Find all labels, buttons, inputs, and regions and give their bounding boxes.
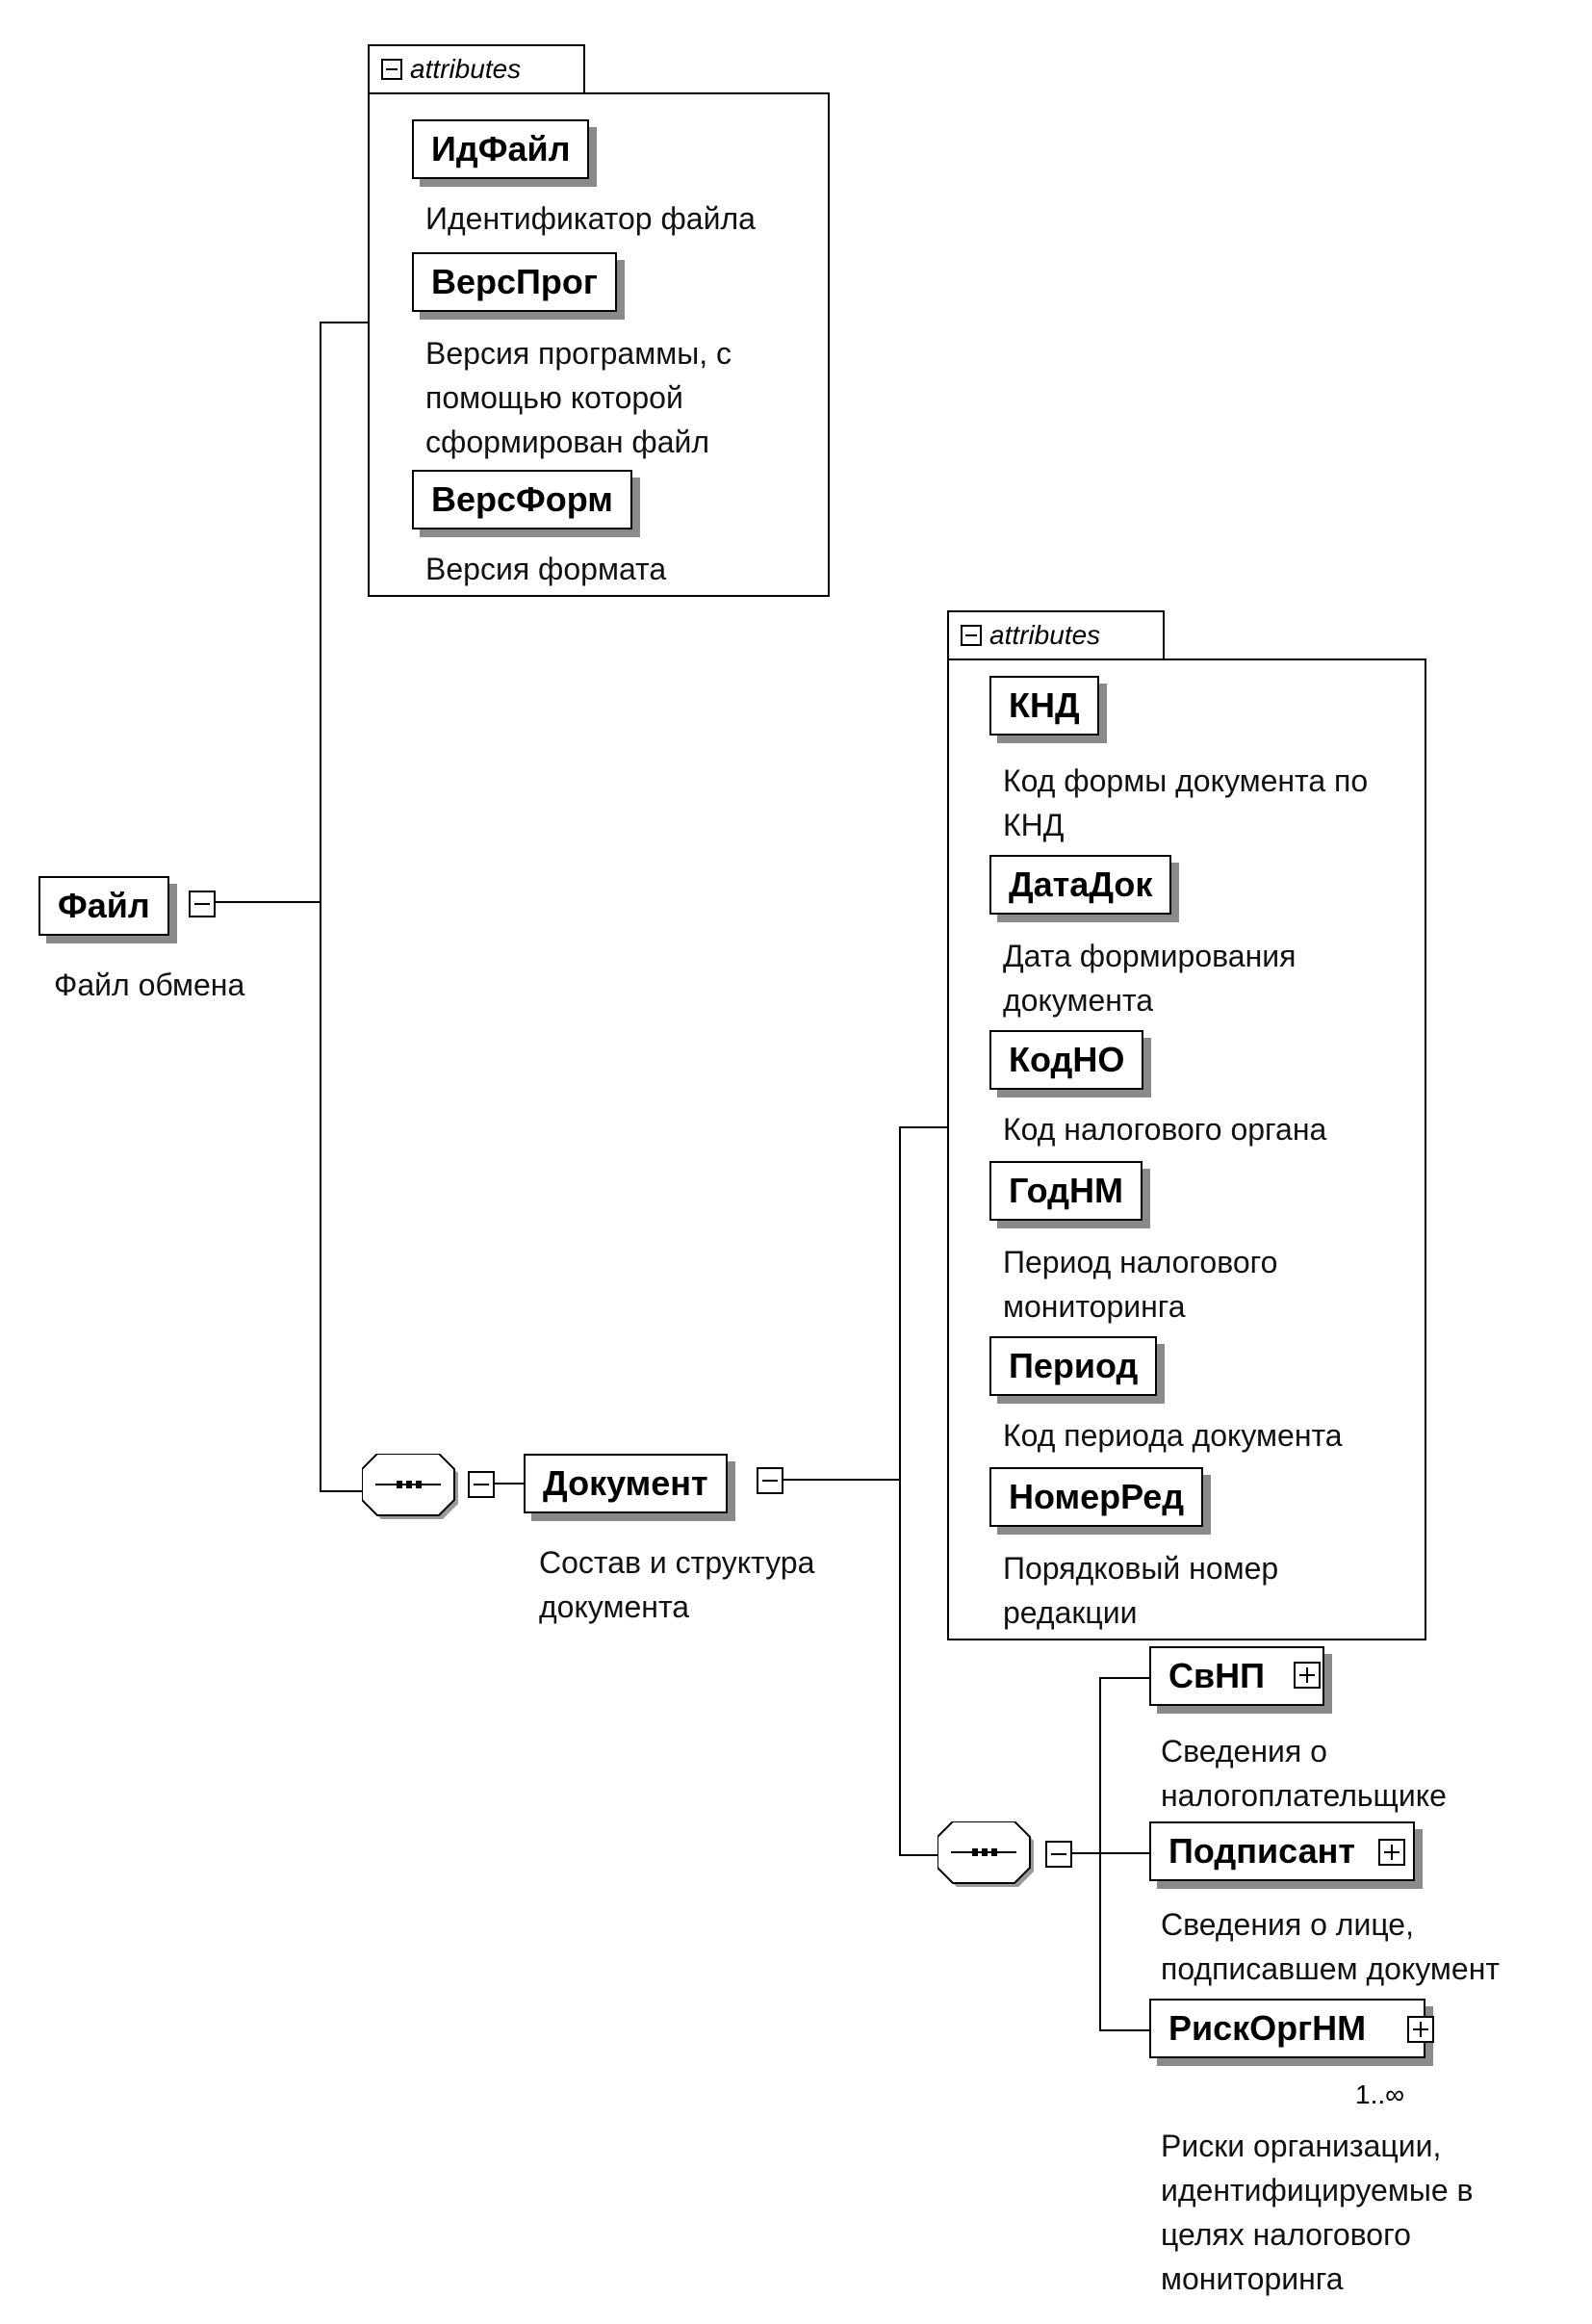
connector <box>1099 1677 1101 2031</box>
connector <box>899 1126 947 1128</box>
attribute-versprog[interactable]: ВерсПрог <box>412 252 617 312</box>
attribute-description: Версия программы, с помощью которой сфор… <box>425 336 732 459</box>
connector <box>899 1126 901 1856</box>
attribute-description: Код формы документа по КНД <box>1003 763 1369 842</box>
connector <box>320 322 321 1492</box>
connector <box>1072 1852 1101 1854</box>
connector <box>1099 1677 1149 1679</box>
element-dokument-description: Состав и структура документа <box>539 1545 815 1624</box>
collapse-icon[interactable] <box>1045 1841 1072 1868</box>
attribute-idfajl[interactable]: ИдФайл <box>412 119 590 179</box>
attribute-name: НомерРед <box>1009 1477 1185 1516</box>
attribute-period[interactable]: Период <box>989 1336 1158 1396</box>
element-riskorgnm-label: РискОргНМ <box>1168 2008 1367 2048</box>
expand-icon[interactable] <box>1294 1662 1321 1689</box>
connector <box>1099 1852 1149 1854</box>
collapse-icon[interactable] <box>961 625 982 646</box>
element-podpisant-label: Подписант <box>1168 1831 1355 1871</box>
collapse-icon[interactable] <box>381 59 402 80</box>
connector <box>899 1854 937 1856</box>
attribute-description: Код периода документа <box>1003 1418 1343 1453</box>
element-riskorgnm[interactable]: РискОргНМ <box>1149 1999 1426 2058</box>
connector <box>216 901 321 903</box>
element-dokument-label: Документ <box>543 1463 708 1503</box>
element-podpisant-description: Сведения о лице, подписавшем документ <box>1161 1907 1501 1986</box>
connector <box>783 1479 901 1481</box>
attribute-nomerred[interactable]: НомерРед <box>989 1467 1204 1527</box>
attribute-description: Идентификатор файла <box>425 201 756 236</box>
attribute-godnm[interactable]: ГодНМ <box>989 1161 1143 1221</box>
element-fajl-label: Файл <box>58 886 150 925</box>
connector <box>320 1490 364 1492</box>
attribute-name: Период <box>1009 1346 1139 1385</box>
collapse-icon[interactable] <box>757 1467 783 1494</box>
attribute-name: ДатаДок <box>1009 865 1153 904</box>
element-fajl-description: Файл обмена <box>54 968 245 1002</box>
attribute-versform[interactable]: ВерсФорм <box>412 470 632 529</box>
attribute-description: Код налогового органа <box>1003 1112 1327 1147</box>
attribute-datadok[interactable]: ДатаДок <box>989 855 1172 915</box>
attribute-name: КодНО <box>1009 1040 1125 1079</box>
attribute-knd[interactable]: КНД <box>989 676 1099 736</box>
attribute-description: Дата формирования документа <box>1003 939 1297 1018</box>
attributes-tab[interactable]: attributes <box>368 44 585 94</box>
element-svnp-label: СвНП <box>1168 1656 1266 1695</box>
element-podpisant[interactable]: Подписант <box>1149 1821 1415 1881</box>
element-dokument[interactable]: Документ <box>524 1454 728 1513</box>
attribute-description: Версия формата <box>425 552 667 586</box>
attribute-name: ГодНМ <box>1009 1171 1123 1210</box>
connector <box>320 322 368 323</box>
element-riskorgnm-description: Риски организации, идентифицируемые в це… <box>1161 2129 1474 2296</box>
connector <box>1099 2029 1149 2031</box>
expand-icon[interactable] <box>1378 1839 1405 1866</box>
connector <box>495 1483 524 1485</box>
collapse-icon[interactable] <box>468 1471 495 1498</box>
attributes-label: attributes <box>989 620 1101 650</box>
expand-icon[interactable] <box>1407 2016 1434 2043</box>
element-fajl[interactable]: Файл <box>39 876 169 936</box>
sequence-compositor[interactable] <box>362 1454 462 1523</box>
attribute-description: Период налогового мониторинга <box>1003 1245 1278 1324</box>
element-svnp-description: Сведения о налогоплательщике <box>1161 1734 1447 1813</box>
sequence-compositor[interactable] <box>937 1821 1038 1891</box>
attribute-kodno[interactable]: КодНО <box>989 1030 1144 1090</box>
attribute-description: Порядковый номер редакции <box>1003 1551 1279 1630</box>
attribute-name: ИдФайл <box>431 129 571 168</box>
attribute-name: КНД <box>1009 685 1080 725</box>
attributes-label: attributes <box>410 54 522 84</box>
multiplicity-label: 1..∞ <box>1355 2079 1405 2109</box>
attributes-tab[interactable]: attributes <box>947 610 1165 660</box>
collapse-icon[interactable] <box>189 891 216 917</box>
attribute-name: ВерсФорм <box>431 479 613 519</box>
attribute-name: ВерсПрог <box>431 262 598 301</box>
